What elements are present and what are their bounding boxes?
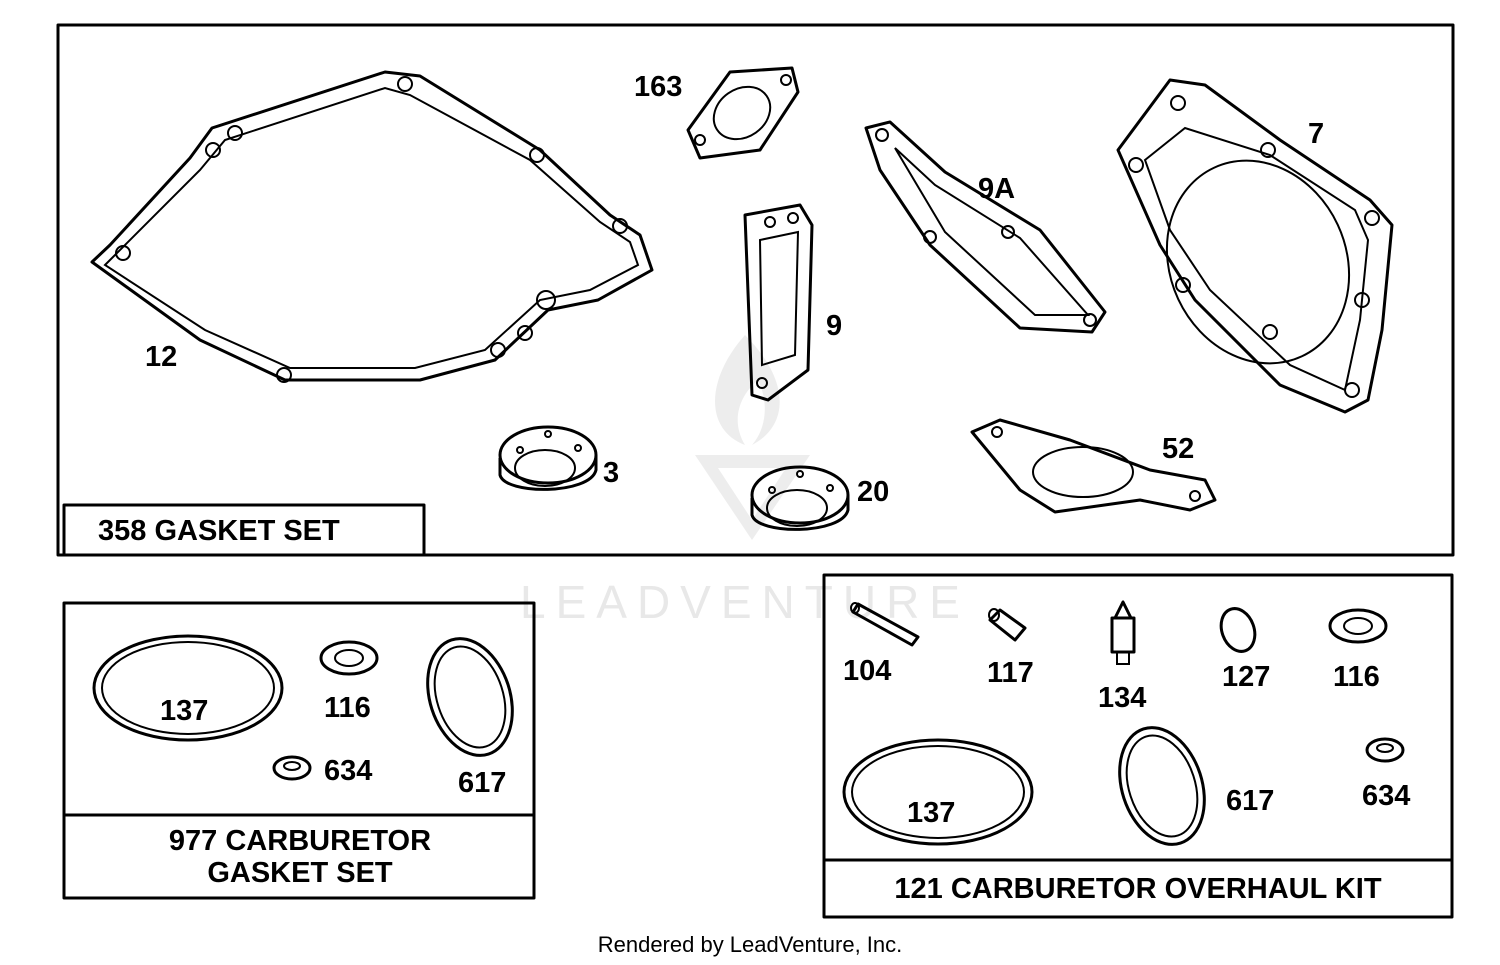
gasket-set-frame <box>56 23 1455 557</box>
carb-callout-137: 137 <box>160 695 208 727</box>
carb-callout-116: 116 <box>324 692 371 724</box>
part-52-gasket <box>970 418 1217 514</box>
callout-7: 7 <box>1308 118 1324 150</box>
part-634-carb-washer <box>272 755 312 781</box>
part-117-sleeve <box>988 608 1027 642</box>
carb-gasket-set-frame <box>62 601 536 900</box>
overhaul-kit-frame <box>822 573 1454 919</box>
part-9a-gasket <box>864 120 1107 334</box>
kit-callout-634: 634 <box>1362 780 1410 812</box>
carb-callout-634: 634 <box>324 755 372 787</box>
carb-gasket-set-title-line1: 977 CARBURETOR <box>169 825 431 857</box>
watermark-text: LEADVENTURE <box>520 576 970 628</box>
part-163-gasket <box>686 66 800 160</box>
callout-52: 52 <box>1162 433 1194 465</box>
part-3-oil-seal <box>498 425 598 491</box>
part-634-kit-washer <box>1365 737 1405 763</box>
kit-callout-117: 117 <box>987 657 1034 689</box>
callout-9: 9 <box>826 310 842 342</box>
kit-callout-134: 134 <box>1098 682 1146 714</box>
footer-credit: Rendered by LeadVenture, Inc. <box>598 932 903 957</box>
leadventure-flame-logo-icon <box>695 335 810 540</box>
callout-163: 163 <box>634 71 682 103</box>
callout-20: 20 <box>857 476 889 508</box>
overhaul-kit-title: 121 CARBURETOR OVERHAUL KIT <box>894 873 1381 905</box>
overhaul-kit-panel: 121 CARBURETOR OVERHAUL KIT 104 117 134 … <box>822 573 1454 919</box>
part-7-head-gasket <box>1116 78 1394 414</box>
kit-callout-617: 617 <box>1226 785 1274 817</box>
carb-callout-617: 617 <box>458 767 506 799</box>
part-116-carb-washer <box>319 640 379 676</box>
part-9-gasket <box>743 203 814 402</box>
gasket-set-title: 358 GASKET SET <box>98 515 340 547</box>
part-20-oil-seal <box>750 465 850 531</box>
carb-gasket-set-panel: 977 CARBURETOR GASKET SET 137 116 634 61… <box>62 601 536 900</box>
gasket-set-title-box <box>62 503 426 557</box>
kit-callout-137: 137 <box>907 797 955 829</box>
gasket-set-panel: 358 GASKET SET 12 163 <box>56 23 1455 557</box>
part-104-pin <box>850 602 920 647</box>
part-127-plug <box>1219 607 1257 653</box>
part-134-needle-valve <box>1110 600 1136 665</box>
kit-callout-127: 127 <box>1222 661 1270 693</box>
kit-callout-104: 104 <box>843 655 891 687</box>
callout-3: 3 <box>603 457 619 489</box>
part-116-kit-washer <box>1328 608 1388 644</box>
part-617-kit-ring <box>1118 726 1206 846</box>
carb-gasket-set-title-line2: GASKET SET <box>207 857 393 889</box>
callout-9a: 9A <box>978 173 1015 205</box>
part-12-crankcase-gasket <box>90 70 654 383</box>
part-137-kit-ring <box>842 738 1034 846</box>
kit-callout-116: 116 <box>1333 661 1380 693</box>
part-137-carb-ring <box>92 634 284 742</box>
callout-12: 12 <box>145 341 177 373</box>
part-617-carb-ring <box>426 637 514 757</box>
